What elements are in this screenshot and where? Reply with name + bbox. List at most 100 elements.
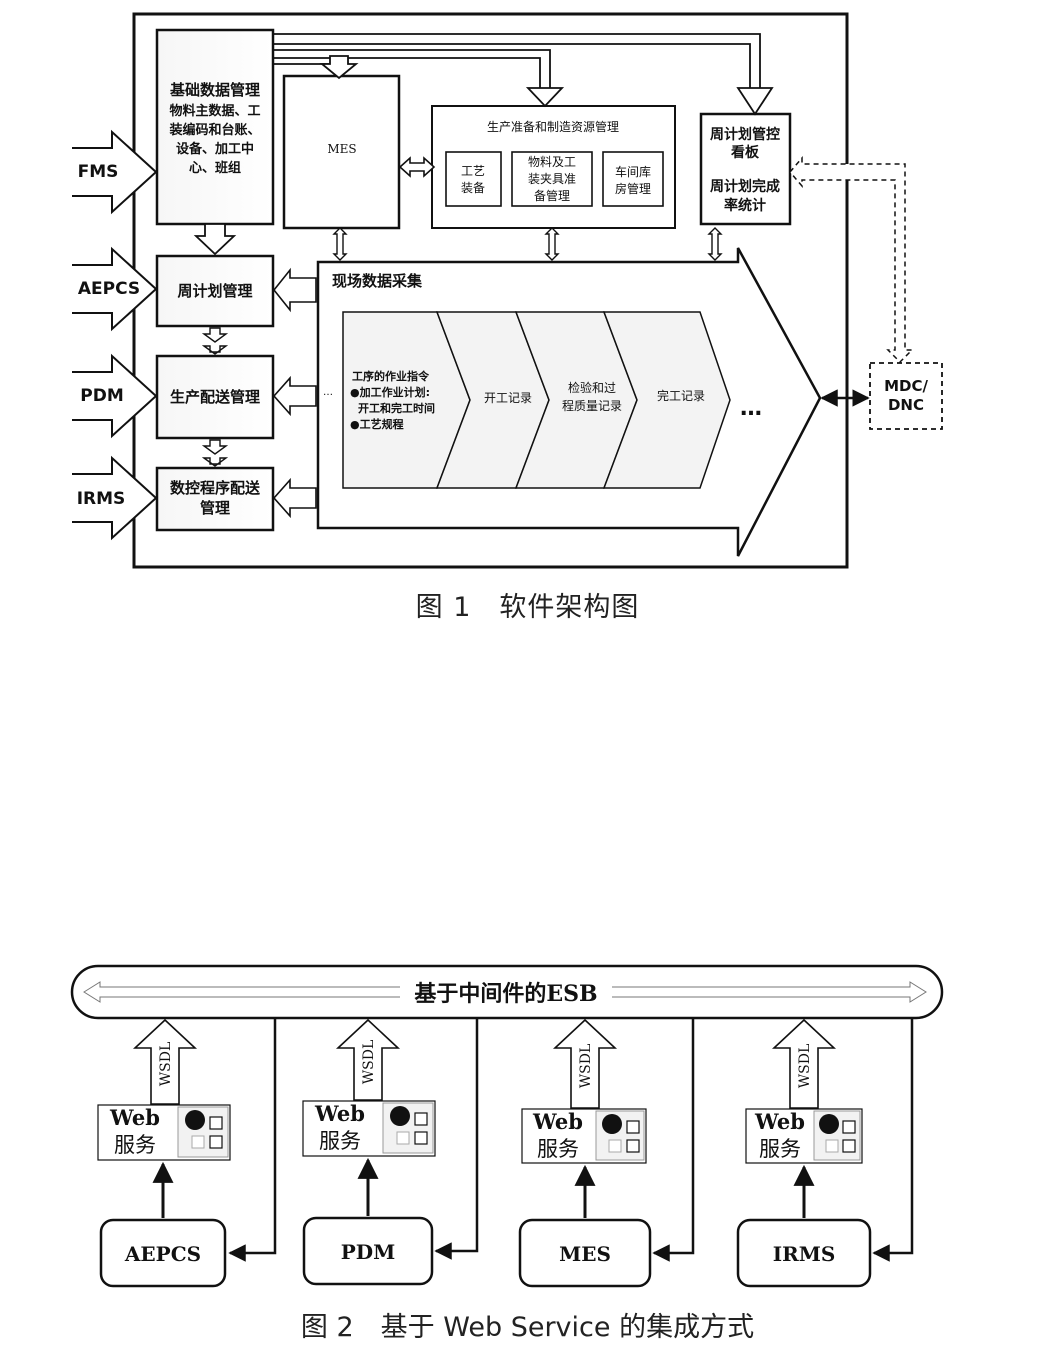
wsdl-label: WSDL	[578, 1044, 594, 1089]
arrow-kanban-mdc	[789, 155, 914, 364]
integration-column-mes: WSDL Web 服务 MES	[518, 1018, 695, 1288]
window-icon	[842, 1139, 856, 1153]
system-box-mes	[518, 1218, 652, 1288]
web-service-label: Web	[314, 1101, 365, 1126]
integration-column-aepcs: WSDL Web 服务 AEPCS	[97, 1018, 277, 1288]
nc-program-label: 数控程序配送	[170, 479, 261, 497]
input-arrows	[72, 129, 158, 541]
system-label-mes: MES	[559, 1242, 611, 1266]
kanban-label: 周计划管控	[710, 126, 780, 143]
kanban-label: 周计划完成	[710, 178, 780, 195]
prep-title: 生产准备和制造资源管理	[487, 119, 619, 134]
stage-start-label: 开工记录	[484, 391, 532, 405]
window-icon	[191, 1135, 205, 1149]
arrow-to-prep	[525, 87, 565, 108]
prep-box-craft-label: 工艺	[461, 164, 485, 178]
prep-box-craft-label: 装备	[461, 181, 485, 195]
input-label-irms: IRMS	[77, 489, 126, 509]
weekly-plan-label: 周计划管理	[177, 282, 252, 300]
distribution-label: 生产配送管理	[170, 388, 260, 406]
arrow-field-to-nc	[272, 477, 317, 519]
wsdl-label: WSDL	[361, 1040, 377, 1085]
window-icon	[414, 1112, 428, 1126]
arrow-plan-to-field	[272, 267, 317, 313]
arrow-esb-to-system	[434, 1018, 479, 1260]
window-icon	[608, 1139, 622, 1153]
system-label-irms: IRMS	[773, 1242, 836, 1266]
prep-box-warehouse-label: 车间库	[615, 164, 651, 179]
nc-program-label: 管理	[200, 499, 230, 517]
web-service-label: Web	[754, 1109, 805, 1134]
mes-box	[282, 74, 401, 230]
arrow-plan-distribution	[201, 327, 229, 355]
figure1: FMS AEPCS PDM IRMS 基础数据管理 物料主数据、工 装编码和台账…	[72, 12, 943, 569]
top-connectors	[273, 33, 761, 88]
wsdl-arrow	[552, 1018, 618, 1109]
field-data-title: 现场数据采集	[332, 272, 423, 290]
wsdl-arrow	[132, 1018, 198, 1105]
basic-data-line: 物料主数据、工	[169, 103, 260, 119]
field-stages	[342, 311, 731, 489]
stage-more-ellipsis: …	[740, 396, 762, 421]
system-label-pdm: PDM	[341, 1240, 396, 1264]
weekly-plan-box	[155, 254, 275, 328]
input-label-pdm: PDM	[80, 386, 124, 406]
arrow-to-kanban	[736, 87, 774, 116]
nc-program-box	[155, 466, 275, 532]
connector-to-kanban	[273, 33, 761, 88]
mes-label: MES	[327, 142, 356, 156]
wsdl-arrow	[335, 1018, 401, 1101]
mdc-dnc-label: MDC/	[884, 377, 928, 395]
prep-box-warehouse	[602, 151, 664, 207]
arrow-esb-to-system	[872, 1018, 914, 1262]
arrow-prep-field	[544, 227, 560, 261]
figure1-caption: 图 1 软件架构图	[415, 592, 640, 623]
system-box-irms	[736, 1218, 872, 1288]
window-icon	[626, 1139, 640, 1153]
globe-icon	[185, 1110, 205, 1130]
arrow-esb-to-system	[652, 1018, 695, 1262]
wsdl-label: WSDL	[797, 1044, 813, 1089]
input-label-aepcs: AEPCS	[78, 279, 140, 299]
esb-label-bg	[400, 976, 612, 1008]
web-service-label: Web	[532, 1109, 583, 1134]
integration-column-pdm: WSDL Web 服务 PDM	[302, 1018, 479, 1286]
web-service-label: 服务	[319, 1129, 361, 1153]
stage-instructions-label: ●加工作业计划:	[350, 385, 430, 399]
kanban-box	[699, 112, 792, 226]
prep-box-material-label: 物料及工	[528, 155, 576, 169]
system-box-pdm	[302, 1216, 434, 1286]
field-left-ellipsis: …	[323, 387, 333, 398]
stage-inspection-label: 程质量记录	[562, 398, 622, 413]
connector-to-prep	[273, 49, 551, 88]
arrow-to-mes	[319, 55, 359, 80]
window-icon	[825, 1139, 839, 1153]
kanban-label: 率统计	[724, 197, 766, 214]
globe-icon	[819, 1114, 839, 1134]
stage-instructions-label: ●工艺规程	[350, 417, 404, 431]
window-icon	[209, 1116, 223, 1130]
window-icon	[842, 1120, 856, 1134]
window-icon	[414, 1131, 428, 1145]
stage-instructions-label: 工序的作业指令	[352, 369, 430, 383]
prep-box-warehouse-label: 房管理	[615, 181, 651, 196]
arrow-esb-to-system	[228, 1018, 277, 1262]
prep-box-material	[511, 151, 593, 207]
mdc-dnc-label: DNC	[888, 396, 924, 414]
web-service-label: 服务	[759, 1137, 801, 1161]
input-label-fms: FMS	[78, 162, 119, 182]
distribution-box	[155, 354, 275, 440]
integration-column-irms: WSDL Web 服务 IRMS	[736, 1018, 914, 1288]
system-label-aepcs: AEPCS	[124, 1242, 201, 1266]
wsdl-arrow	[771, 1018, 837, 1109]
arrow-kanban-field	[707, 227, 723, 261]
window-icon	[396, 1131, 410, 1145]
globe-icon	[602, 1114, 622, 1134]
esb-label: 基于中间件的ESB	[414, 981, 597, 1007]
stage-finish-label: 完工记录	[657, 388, 705, 403]
basic-data-line: 设备、加工中	[176, 141, 254, 157]
mdc-dnc-box	[869, 362, 943, 430]
kanban-label: 看板	[730, 144, 760, 161]
arrow-distribution-nc	[201, 439, 229, 467]
web-service-label: 服务	[114, 1133, 156, 1157]
